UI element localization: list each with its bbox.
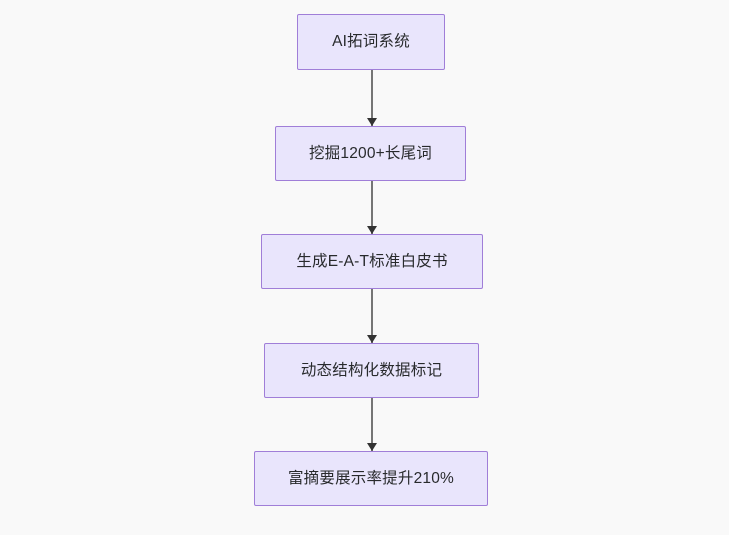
arrowhead-down-icon [367,443,377,451]
edge-line [371,181,373,234]
edge-line [371,70,373,126]
flow-edge-3 [367,289,377,343]
flow-node-label: 动态结构化数据标记 [300,361,443,379]
flow-node-mine-longtail-keywords[interactable]: 挖掘1200+长尾词 [275,126,466,181]
flow-node-label: 富摘要展示率提升210% [287,469,455,487]
flow-node-generate-eat-whitepaper[interactable]: 生成E-A-T标准白皮书 [261,234,483,289]
flow-node-ai-keyword-system[interactable]: AI拓词系统 [297,14,445,70]
flow-node-rich-snippet-result[interactable]: 富摘要展示率提升210% [254,451,488,506]
flow-edge-1 [367,70,377,126]
arrowhead-down-icon [367,335,377,343]
flow-node-label: 生成E-A-T标准白皮书 [296,252,448,270]
arrowhead-down-icon [367,226,377,234]
flow-node-label: AI拓词系统 [332,33,410,51]
flow-edge-2 [367,181,377,234]
edge-line [371,398,373,451]
arrowhead-down-icon [367,118,377,126]
flow-node-dynamic-structured-data[interactable]: 动态结构化数据标记 [264,343,479,398]
flow-edge-4 [367,398,377,451]
edge-line [371,289,373,343]
flow-node-label: 挖掘1200+长尾词 [308,144,433,162]
